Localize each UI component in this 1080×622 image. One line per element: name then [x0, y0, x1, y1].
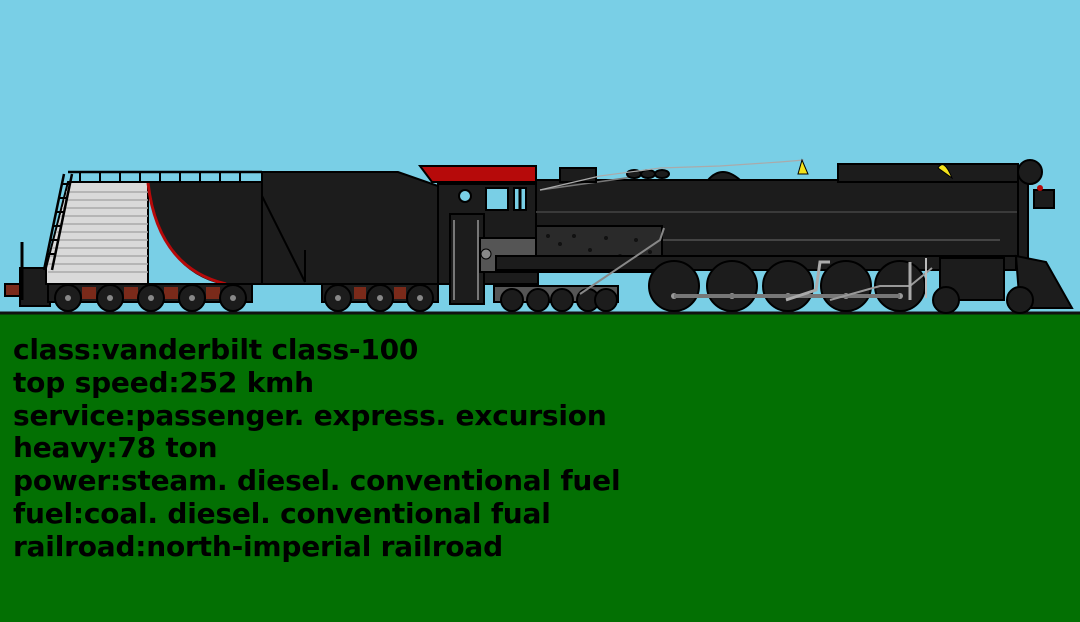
ground: [0, 313, 1080, 622]
spec-class: class:vanderbilt class-100: [13, 333, 419, 366]
tender: [4, 170, 439, 312]
locomotive-specs: class:vanderbilt class-100 top speed:252…: [13, 333, 621, 564]
spec-power: power:steam. diesel. conventional fuel: [13, 464, 621, 498]
spec-railroad: railroad:north-imperial railroad: [13, 529, 503, 563]
running-gear: [479, 225, 1074, 314]
spec-top-speed: top speed:252 kmh: [13, 365, 314, 399]
spec-service: service:passenger. express. excursion: [13, 398, 607, 432]
spec-fuel: fuel:coal. diesel. conventional fual: [13, 496, 551, 530]
spec-weight: heavy:78 ton: [13, 431, 218, 465]
cab: [418, 165, 539, 305]
